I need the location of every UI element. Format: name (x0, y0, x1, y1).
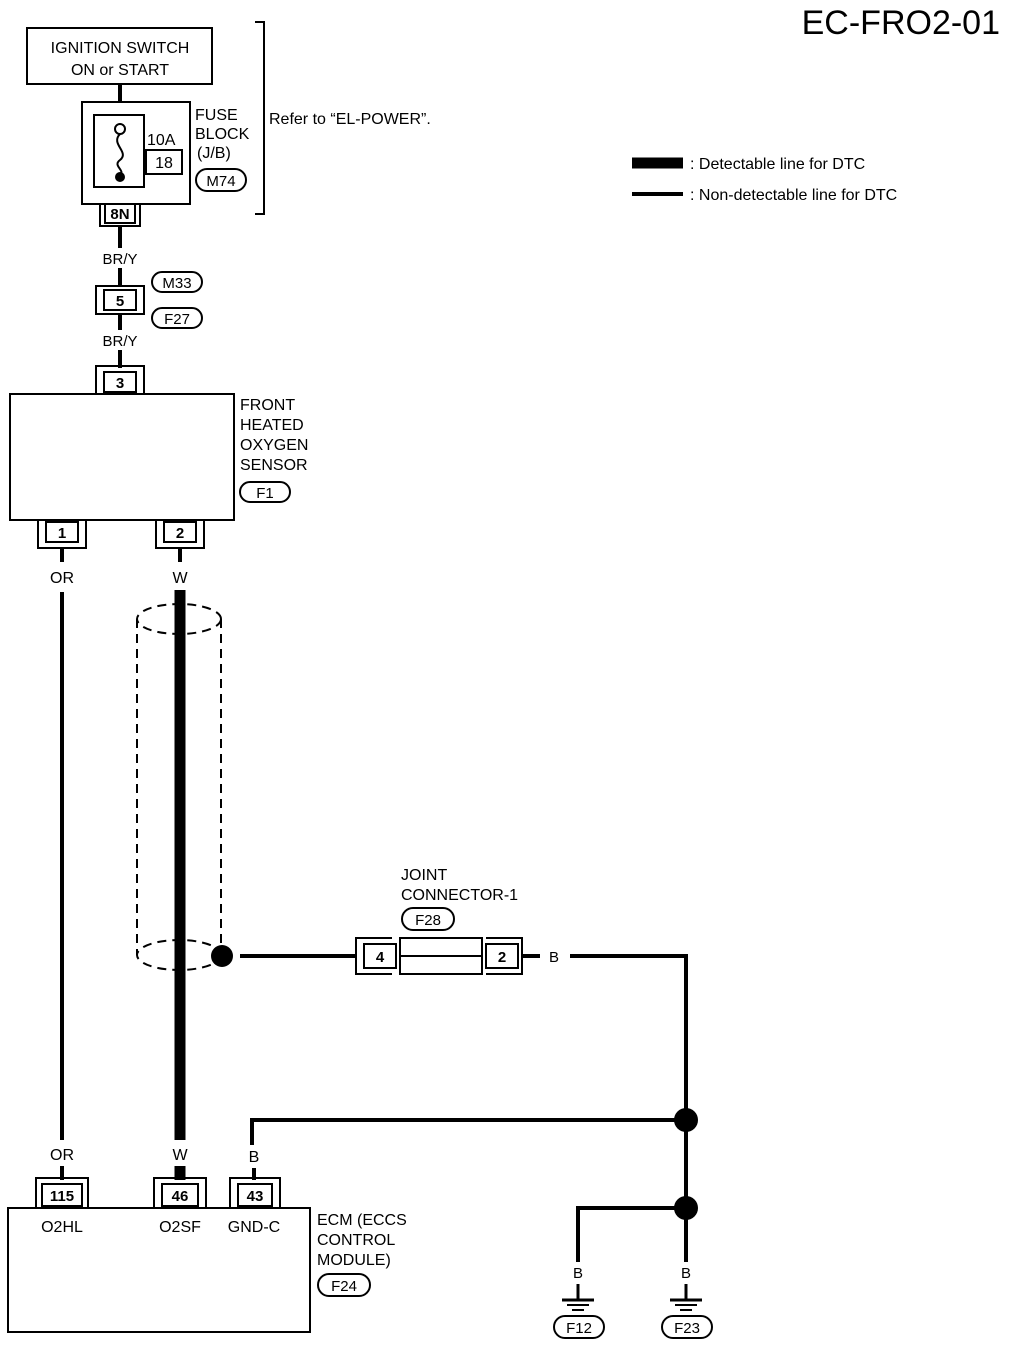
shield-junction-dot (211, 945, 233, 967)
sensor-label-1: FRONT (240, 397, 295, 414)
ecm-terminal-43: 43 (247, 1188, 264, 1205)
wire-color-w-bottom: W (172, 1147, 188, 1164)
joint-connector-label-1: JOINT (401, 867, 447, 884)
ecm-connector-f24: F24 (331, 1278, 357, 1295)
power-bracket (255, 21, 265, 215)
fuse-terminal-bottom (115, 172, 125, 182)
sensor-label-4: SENSOR (240, 457, 308, 474)
ecm-terminal-115: 115 (50, 1188, 74, 1205)
wire-color-b-joint: B (549, 949, 559, 966)
wire-color-br-y-lower: BR/Y (102, 333, 137, 350)
inline-connector-5: 5 M33 F27 (95, 271, 203, 329)
wire-color-or-top: OR (50, 570, 74, 587)
sensor-terminal-2: 2 (176, 525, 184, 542)
inline-terminal-5: 5 (116, 293, 124, 310)
wire-color-br-y-upper: BR/Y (102, 251, 137, 268)
joint-connector-label-2: CONNECTOR-1 (401, 887, 518, 904)
joint-connector-f28: F28 (415, 912, 441, 929)
refer-note: Refer to “EL-POWER”. (269, 111, 431, 128)
legend-detectable: : Detectable line for DTC (690, 156, 865, 173)
fuse-number: 18 (155, 155, 173, 172)
ground-f23: B F23 (661, 1265, 713, 1339)
wire-color-b-f23: B (681, 1265, 691, 1282)
sensor-connector-f1: F1 (256, 485, 274, 502)
fuse-block: 10A 18 FUSE BLOCK (J/B) M74 8N (81, 101, 250, 227)
ground-label-f23: F23 (674, 1320, 700, 1337)
ignition-switch: IGNITION SWITCH ON or START (26, 27, 213, 85)
fuse-terminal-8n: 8N (110, 206, 129, 223)
fuse-rating: 10A (147, 132, 176, 149)
ecm-pin-o2hl: O2HL (41, 1219, 83, 1236)
ignition-switch-state: ON or START (71, 62, 169, 79)
fuse-block-label-2: BLOCK (195, 126, 250, 143)
ecm-label-3: MODULE) (317, 1252, 391, 1269)
fuse-icon (116, 133, 124, 177)
front-heated-oxygen-sensor: FRONT HEATED OXYGEN SENSOR F1 (9, 393, 308, 521)
sensor-label-3: OXYGEN (240, 437, 308, 454)
joint-terminal-4: 4 (376, 949, 385, 966)
diagram-code: EC-FRO2-01 (802, 4, 1000, 42)
fuse-block-label-1: FUSE (195, 107, 238, 124)
ground-f12: B F12 (553, 1265, 605, 1339)
legend-non-detectable: : Non-detectable line for DTC (690, 187, 897, 204)
sensor-terminal-3: 3 (116, 375, 124, 392)
ignition-switch-label: IGNITION SWITCH (51, 40, 190, 57)
wire-color-or-bottom: OR (50, 1147, 74, 1164)
ecm-label-1: ECM (ECCS (317, 1212, 407, 1229)
connector-f27: F27 (164, 311, 190, 328)
connector-m33: M33 (162, 275, 191, 292)
ecm-pin-gnd-c: GND-C (228, 1219, 280, 1236)
wire-color-b-f12: B (573, 1265, 583, 1282)
fuse-block-label-3: (J/B) (197, 145, 231, 162)
ground-label-f12: F12 (566, 1320, 592, 1337)
joint-connector-1: JOINT CONNECTOR-1 F28 4 2 (355, 867, 523, 975)
legend: : Detectable line for DTC : Non-detectab… (632, 156, 897, 204)
sensor-label-2: HEATED (240, 417, 304, 434)
joint-terminal-2: 2 (498, 949, 506, 966)
sensor-terminal-1: 1 (58, 525, 66, 542)
fuse-block-connector: M74 (206, 173, 235, 190)
ecm-pin-o2sf: O2SF (159, 1219, 201, 1236)
wire-color-b-gnd-c: B (249, 1149, 260, 1166)
ecm-terminal-46: 46 (172, 1188, 189, 1205)
ecm-label-2: CONTROL (317, 1232, 395, 1249)
wire-color-w-top: W (172, 570, 188, 587)
fuse-terminal-top (114, 123, 126, 135)
ecm: O2HL O2SF GND-C ECM (ECCS CONTROL MODULE… (7, 1207, 407, 1333)
